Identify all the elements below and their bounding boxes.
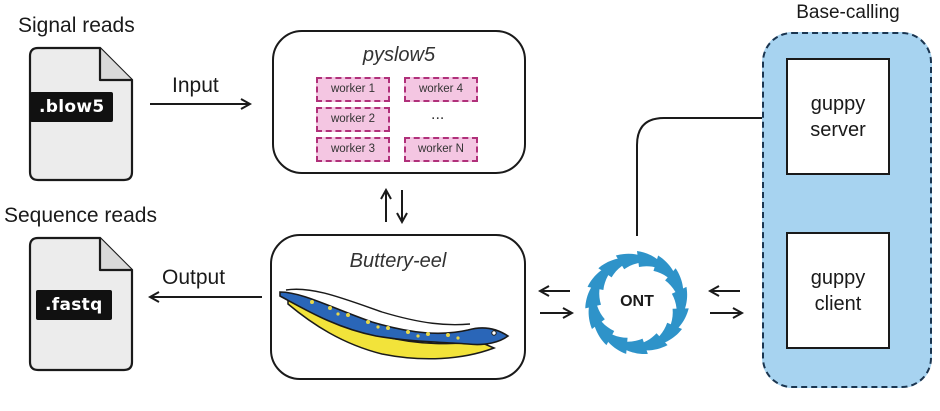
guppy-client-line2: client xyxy=(814,292,862,315)
guppy-server-line2: server xyxy=(810,118,866,141)
worker-box: worker 2 xyxy=(316,107,390,132)
worker-box: worker N xyxy=(404,137,478,162)
ont-label: ONT xyxy=(620,293,654,310)
worker-box: worker 3 xyxy=(316,137,390,162)
left-right-arrows-icon xyxy=(540,291,572,313)
blow5-extension: .blow5 xyxy=(30,92,114,122)
input-label: Input xyxy=(172,74,219,97)
worker-ellipsis: ... xyxy=(431,106,445,123)
ont-to-server-arrow xyxy=(636,118,780,236)
fastq-file: .fastq xyxy=(26,234,138,379)
guppy-client-box: guppy client xyxy=(786,232,890,349)
up-down-arrows-icon xyxy=(386,190,402,222)
left-right-arrows-icon xyxy=(710,291,742,313)
buttery-eel-panel: Buttery-eel xyxy=(270,234,526,380)
pyslow5-title: pyslow5 xyxy=(362,44,436,66)
guppy-server-line1: guppy xyxy=(810,92,866,115)
sequence-reads-label: Sequence reads xyxy=(4,204,157,227)
ont-swirl-logo xyxy=(582,248,692,358)
output-label: Output xyxy=(162,266,226,289)
buttery-eel-title: Buttery-eel xyxy=(349,250,447,272)
blow5-file: .blow5 xyxy=(26,44,138,189)
eel-illustration xyxy=(279,288,510,360)
worker-box: worker 4 xyxy=(404,77,478,102)
fastq-extension: .fastq xyxy=(36,290,112,320)
guppy-server-box: guppy server xyxy=(786,58,890,175)
base-calling-title: Base-calling xyxy=(796,2,900,23)
pyslow5-panel: pyslow5 worker 1 worker 2 worker 3 worke… xyxy=(272,30,526,174)
guppy-client-line1: guppy xyxy=(810,266,866,289)
worker-box: worker 1 xyxy=(316,77,390,102)
signal-reads-label: Signal reads xyxy=(18,14,135,37)
